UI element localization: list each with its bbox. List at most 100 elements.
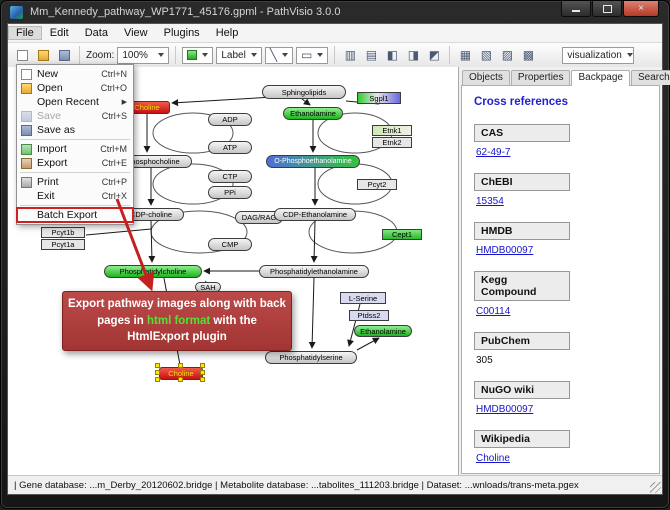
menu-data[interactable]: Data: [77, 26, 116, 40]
new-file-button[interactable]: [13, 46, 31, 64]
selection-handle[interactable]: [178, 363, 183, 368]
maximize-button[interactable]: [592, 1, 622, 17]
menu-item-label: Save: [37, 110, 61, 122]
save-file-icon: [59, 50, 70, 61]
align-top-button[interactable]: ◩: [425, 46, 443, 64]
menu-file[interactable]: File: [8, 26, 42, 40]
selection-handle[interactable]: [155, 377, 160, 382]
tab-properties[interactable]: Properties: [511, 70, 571, 85]
pathway-node-atp[interactable]: ATP: [208, 141, 252, 154]
menu-item-label: Open: [37, 82, 63, 94]
pathway-node-pcyt1a[interactable]: Pcyt1a: [41, 239, 85, 250]
menu-item-label: Exit: [37, 190, 55, 202]
annotation-line-3: HtmlExport plugin: [127, 329, 227, 346]
menu-item-shortcut: Ctrl+M: [92, 144, 127, 154]
selection-handle[interactable]: [200, 370, 205, 375]
stack-horizontal-button[interactable]: ▧: [477, 46, 495, 64]
visualization-select[interactable]: visualization: [562, 47, 634, 64]
xref-value-hmdb[interactable]: HMDB00097: [476, 245, 533, 256]
pathway-node-ppi[interactable]: PPi: [208, 186, 252, 199]
open-file-button[interactable]: [34, 46, 52, 64]
pathway-node-adp[interactable]: ADP: [208, 113, 252, 126]
stack-vertical-button[interactable]: ▦: [456, 46, 474, 64]
distribute-x-button[interactable]: ▨: [498, 46, 516, 64]
label-template-dropdown[interactable]: Label: [216, 47, 261, 64]
pathway-node-ethanolamine[interactable]: Ethanolamine: [283, 107, 343, 120]
pathway-node-etnk2[interactable]: Etnk2: [372, 137, 412, 148]
tab-search[interactable]: Search: [631, 70, 670, 85]
pathway-node-phosphatidylserine[interactable]: Phosphatidylserine: [265, 351, 357, 364]
pathway-node-ptdss2[interactable]: Ptdss2: [349, 310, 389, 321]
align-right-button[interactable]: ◨: [404, 46, 422, 64]
xref-value-cas[interactable]: 62-49-7: [476, 147, 510, 158]
menu-help[interactable]: Help: [208, 26, 247, 40]
pathway-node-pcyt2[interactable]: Pcyt2: [357, 179, 397, 190]
distribute-y-button[interactable]: ▩: [519, 46, 537, 64]
xref-value-kegg-compound[interactable]: C00114: [476, 306, 510, 317]
menu-view[interactable]: View: [116, 26, 156, 40]
pathway-node-ctp[interactable]: CTP: [208, 170, 252, 183]
tab-backpage[interactable]: Backpage: [571, 70, 629, 86]
pathway-node-sphingolipids[interactable]: Sphingolipids: [262, 85, 346, 99]
xref-source-pubchem: PubChem: [474, 332, 570, 350]
pathway-node-phosphatidylcholine[interactable]: Phosphatidylcholine: [104, 265, 202, 278]
pathway-node-o-phosphoethanolamine[interactable]: O-Phosphoethanolamine: [266, 155, 360, 168]
align-left-icon: ◧: [387, 48, 398, 62]
gene-template-dropdown[interactable]: [182, 47, 213, 64]
stack-vertical-icon: ▦: [460, 48, 471, 62]
menu-edit[interactable]: Edit: [42, 26, 77, 40]
pathway-node-phosphatidylethanolamine[interactable]: Phosphatidylethanolamine: [259, 265, 369, 278]
maximize-icon: [603, 5, 612, 13]
shape-tool-dropdown[interactable]: ▭: [296, 47, 328, 64]
file-menu-item-open-recent[interactable]: Open Recent▶: [17, 95, 133, 109]
chevron-down-icon: [202, 53, 208, 57]
xref-value-nugo-wiki[interactable]: HMDB00097: [476, 404, 533, 415]
pathway-node-etnk1[interactable]: Etnk1: [372, 125, 412, 136]
selection-handle[interactable]: [200, 377, 205, 382]
menu-plugins[interactable]: Plugins: [156, 26, 208, 40]
selection-handle[interactable]: [200, 363, 205, 368]
file-menu-item-save-as[interactable]: Save as: [17, 123, 133, 137]
selection-handle[interactable]: [155, 370, 160, 375]
selection-handle[interactable]: [178, 377, 183, 382]
toolbar-separator: [79, 46, 80, 64]
pathway-node-cept1[interactable]: Cept1: [382, 229, 422, 240]
align-center-y-button[interactable]: ▤: [362, 46, 380, 64]
statusbar: | Gene database: ...m_Derby_20120602.bri…: [8, 475, 662, 494]
file-menu-item-batch-export[interactable]: Batch Export: [17, 208, 133, 222]
menu-item-shortcut: Ctrl+O: [93, 83, 127, 93]
pathway-node-cmp[interactable]: CMP: [208, 238, 252, 251]
xref-value-wikipedia[interactable]: Choline: [476, 453, 510, 464]
save-file-button[interactable]: [55, 46, 73, 64]
line-tool-dropdown[interactable]: ╲: [265, 47, 293, 64]
pathway-node-cdp-ethanolamine[interactable]: CDP-Ethanolamine: [274, 208, 356, 221]
pathway-node-pcyt1b[interactable]: Pcyt1b: [41, 227, 85, 238]
xref-value-chebi[interactable]: 15354: [476, 196, 504, 207]
xref-source-nugo-wiki: NuGO wiki: [474, 381, 570, 399]
menu-item-label: Export: [37, 157, 67, 169]
close-button[interactable]: ×: [623, 1, 659, 17]
selection-handle[interactable]: [155, 363, 160, 368]
resize-grip[interactable]: [650, 482, 661, 493]
annotation-line-1: Export pathway images along with back: [68, 296, 286, 313]
export-icon: [21, 158, 32, 169]
align-center-x-button[interactable]: ▥: [341, 46, 359, 64]
align-left-button[interactable]: ◧: [383, 46, 401, 64]
pathway-node-ethanolamine[interactable]: Ethanolamine: [354, 325, 412, 337]
pathway-node-sgpl1[interactable]: Sgpl1: [357, 92, 401, 104]
zoom-select[interactable]: 100%: [117, 47, 169, 64]
minimize-button[interactable]: [561, 1, 591, 17]
tab-objects[interactable]: Objects: [462, 70, 510, 85]
save-icon: [21, 111, 32, 122]
saveas-icon: [21, 125, 32, 136]
file-menu-item-open[interactable]: Open Ctrl+O: [17, 81, 133, 95]
pathway-node-l-serine[interactable]: L-Serine: [340, 292, 386, 304]
